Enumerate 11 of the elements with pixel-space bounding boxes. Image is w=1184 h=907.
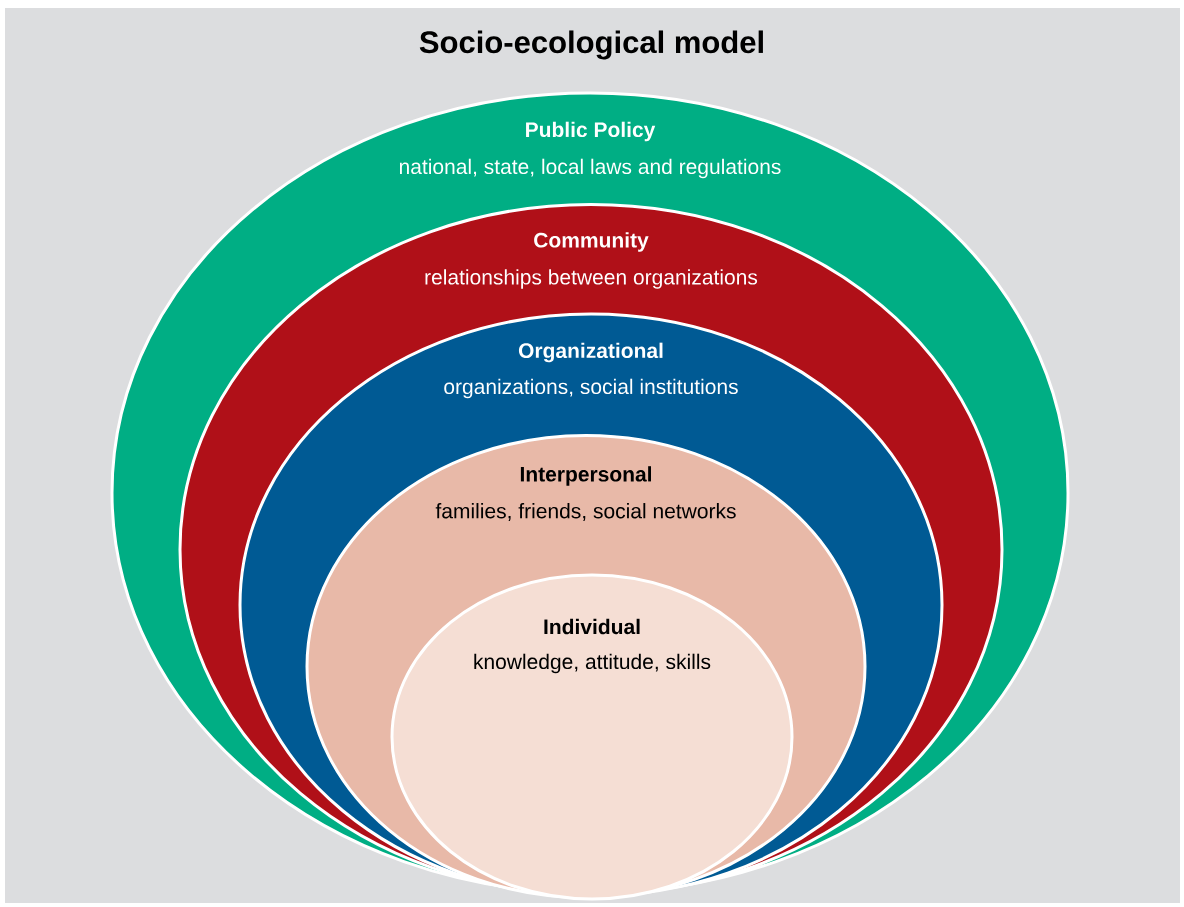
ring-description: organizations, social institutions: [444, 378, 738, 399]
ring-description: knowledge, attitude, skills: [474, 653, 711, 674]
title: Socio-ecological model: [419, 30, 763, 60]
ring-description: families, friends, social networks: [435, 503, 736, 521]
ring-description: national, state, local laws and regulations: [399, 158, 781, 179]
ring-heading: Public Policy: [526, 121, 656, 142]
ring-heading: Interpersonal: [520, 466, 652, 486]
ring-description: relationships between organizations: [425, 269, 758, 289]
ring-heading: Organizational: [518, 342, 663, 363]
ring-heading: Community: [534, 232, 649, 252]
ring-heading: Individual: [544, 618, 640, 635]
